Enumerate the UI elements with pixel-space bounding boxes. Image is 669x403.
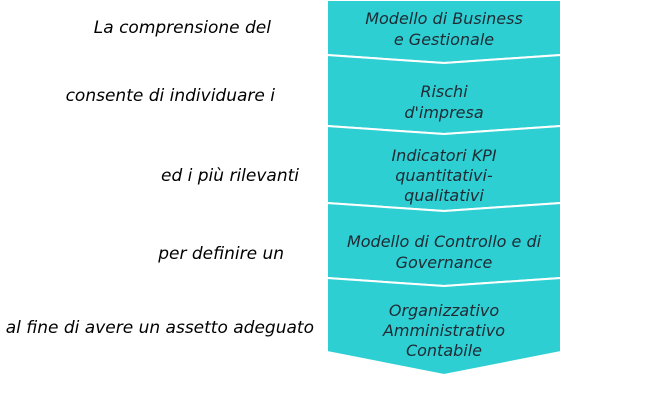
- chevron-3-line-3: qualitativi: [404, 186, 484, 205]
- chevron-5-line-3: Contabile: [406, 341, 482, 360]
- left-label-rischi: consente di individuare i: [65, 86, 275, 106]
- left-label-controllo: per definire un: [158, 244, 284, 264]
- chevron-text-4: Modello di Controllo e di Governance: [347, 232, 542, 272]
- left-label-modello-business: La comprensione del: [93, 18, 271, 38]
- left-label-kpi: ed i più rilevanti: [160, 166, 299, 186]
- chevron-3-line-1: Indicatori KPI: [391, 146, 496, 165]
- chevron-shape-5: [326, 276, 562, 377]
- chevron-step-2: Rischi d'impresa: [326, 53, 562, 136]
- chevron-4-line-2: Governance: [396, 253, 493, 272]
- chevron-text-1: Modello di Business e Gestionale: [365, 9, 523, 49]
- chevron-5-line-2: Amministrativo: [382, 321, 505, 340]
- left-label-assetto: al fine di avere un assetto adeguato: [5, 318, 314, 338]
- chevron-3-line-2: quantitativi-: [395, 166, 493, 185]
- chevron-4-line-1: Modello di Controllo e di: [347, 232, 542, 251]
- chevron-1-line-1: Modello di Business: [365, 9, 523, 28]
- chevron-1-line-2: e Gestionale: [394, 30, 494, 49]
- chevron-text-2: Rischi d'impresa: [404, 82, 483, 122]
- chevron-2-line-2: d'impresa: [404, 103, 483, 122]
- chevron-step-1: Modello di Business e Gestionale: [326, 0, 562, 65]
- chevron-2-line-1: Rischi: [420, 82, 468, 101]
- chevron-step-4: Modello di Controllo e di Governance: [326, 201, 562, 288]
- chevron-5-line-1: Organizzativo: [389, 301, 500, 320]
